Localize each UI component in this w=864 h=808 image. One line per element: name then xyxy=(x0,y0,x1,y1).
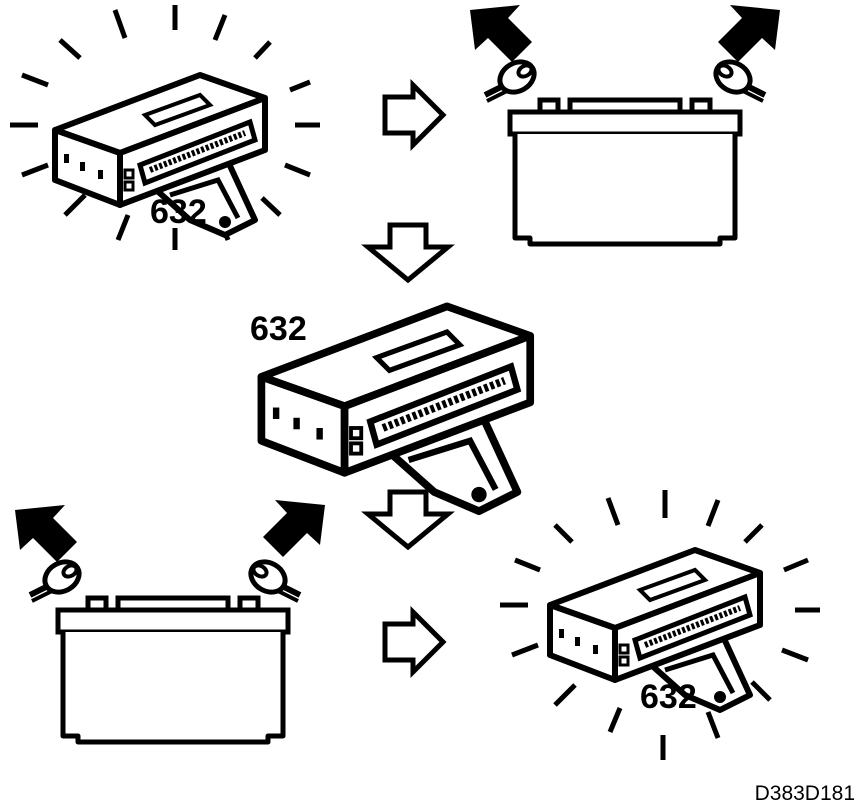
battery-terminal-clamp-icon xyxy=(30,556,85,601)
battery-terminal-clamp-icon xyxy=(710,56,765,101)
module-label-step5: 632 xyxy=(640,678,697,716)
flash-rays-icon xyxy=(500,490,820,760)
module-label-step3: 632 xyxy=(250,310,307,348)
flow-arrow-right-icon xyxy=(385,612,443,672)
flow-arrow-right-icon xyxy=(385,85,443,145)
battery-icon xyxy=(58,598,288,742)
flow-arrow-down-icon xyxy=(368,225,448,280)
flash-rays-icon xyxy=(10,5,320,250)
disconnect-arrow-icon xyxy=(263,500,325,557)
flow-arrow-down-icon xyxy=(368,492,448,547)
battery-terminal-clamp-icon xyxy=(245,556,300,601)
disconnect-arrow-icon xyxy=(15,505,77,562)
disconnect-arrow-icon xyxy=(470,5,532,62)
battery-icon xyxy=(510,100,740,244)
disconnect-arrow-icon xyxy=(718,5,780,62)
module-label-step1: 632 xyxy=(150,193,207,231)
figure-code: D383D181 xyxy=(755,782,855,805)
battery-terminal-clamp-icon xyxy=(485,56,540,101)
